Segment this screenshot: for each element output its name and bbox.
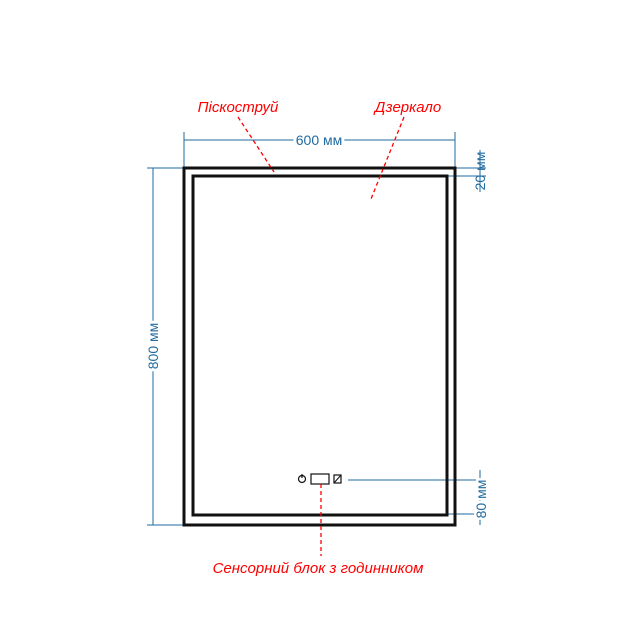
- inner-frame: [191, 174, 449, 517]
- width-dimension-label: 600 мм: [296, 132, 343, 148]
- sensor-offset-label: 80 мм: [473, 480, 489, 519]
- mirror-frame: [182, 166, 457, 527]
- border-dimension-label: 20 мм: [472, 152, 488, 191]
- light-toggle-icon: [333, 474, 342, 484]
- mirror-leader: [370, 116, 405, 200]
- sandblast-label: Піскоструй: [198, 99, 279, 116]
- clock-display-icon: [310, 473, 330, 485]
- mirror-label: Дзеркало: [373, 99, 441, 116]
- sandblast-leader: [237, 116, 275, 173]
- outer-frame: [182, 166, 457, 527]
- sensor-block-label: Сенсорний блок з годинником: [213, 560, 424, 577]
- sensor-block: [297, 473, 342, 485]
- callout-leaders: [237, 116, 405, 556]
- height-dimension-label: 800 мм: [145, 323, 161, 370]
- power-button-icon: [297, 474, 307, 484]
- dimension-lines: [147, 132, 486, 526]
